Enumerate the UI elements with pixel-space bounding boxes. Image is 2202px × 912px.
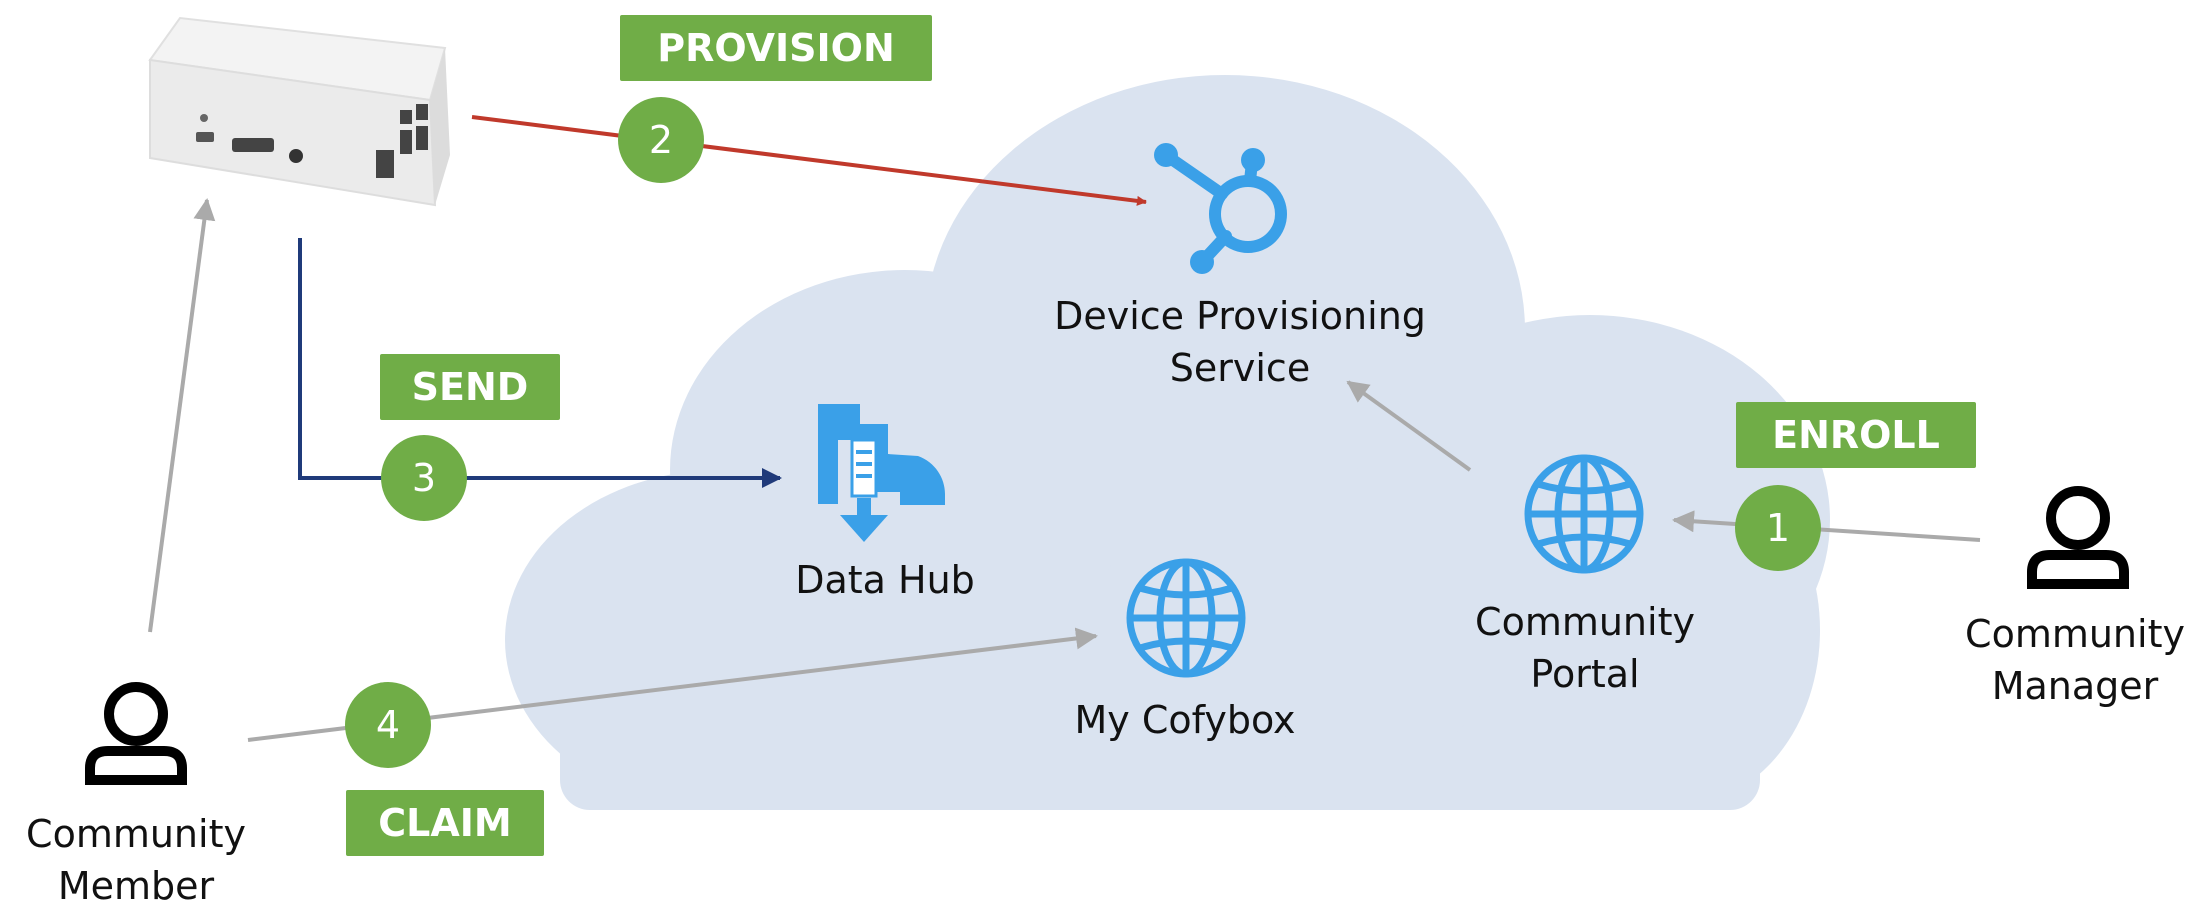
community-portal-label-line2: Portal: [1530, 652, 1640, 696]
device-box-icon: [148, 16, 450, 207]
step-1-badge: 1: [1735, 485, 1821, 571]
community-manager-person-icon: [2027, 486, 2129, 589]
dps-label-line1: Device Provisioning: [1054, 294, 1426, 338]
provision-arrow: [471, 115, 1147, 206]
my-cofybox-globe-icon: [1126, 558, 1246, 678]
send-arrow: [298, 238, 782, 488]
device-setup-arrow: [148, 198, 216, 633]
community-manager-label-line1: Community: [1965, 612, 2185, 656]
enroll-arrow: [1672, 510, 1981, 542]
send-tag: SEND: [380, 354, 560, 420]
community-manager-label: Community Manager: [1945, 608, 2202, 712]
data-download-icon: [818, 404, 945, 542]
community-member-label-line1: Community: [26, 812, 246, 856]
step-2-badge: 2: [618, 97, 704, 183]
my-cofybox-label: My Cofybox: [1074, 698, 1296, 742]
provision-tag: PROVISION: [620, 15, 932, 81]
dps-label: Device Provisioning Service: [1010, 290, 1470, 394]
community-member-person-icon: [85, 682, 187, 785]
cloud-shape: [505, 75, 1830, 810]
enroll-tag: ENROLL: [1736, 402, 1976, 468]
claim-tag: CLAIM: [346, 790, 544, 856]
community-portal-globe-icon: [1524, 454, 1644, 574]
step-4-badge: 4: [345, 682, 431, 768]
data-hub-label: Data Hub: [795, 558, 975, 602]
step-3-badge: 3: [381, 435, 467, 521]
dps-label-line2: Service: [1169, 346, 1311, 390]
community-member-label: Community Member: [5, 808, 267, 912]
community-portal-label: Community Portal: [1450, 596, 1720, 700]
community-portal-label-line1: Community: [1475, 600, 1695, 644]
community-manager-label-line2: Manager: [1991, 664, 2159, 708]
register-arrow: [1346, 380, 1472, 472]
community-member-label-line2: Member: [57, 864, 215, 908]
hub-icon: [1154, 143, 1287, 274]
